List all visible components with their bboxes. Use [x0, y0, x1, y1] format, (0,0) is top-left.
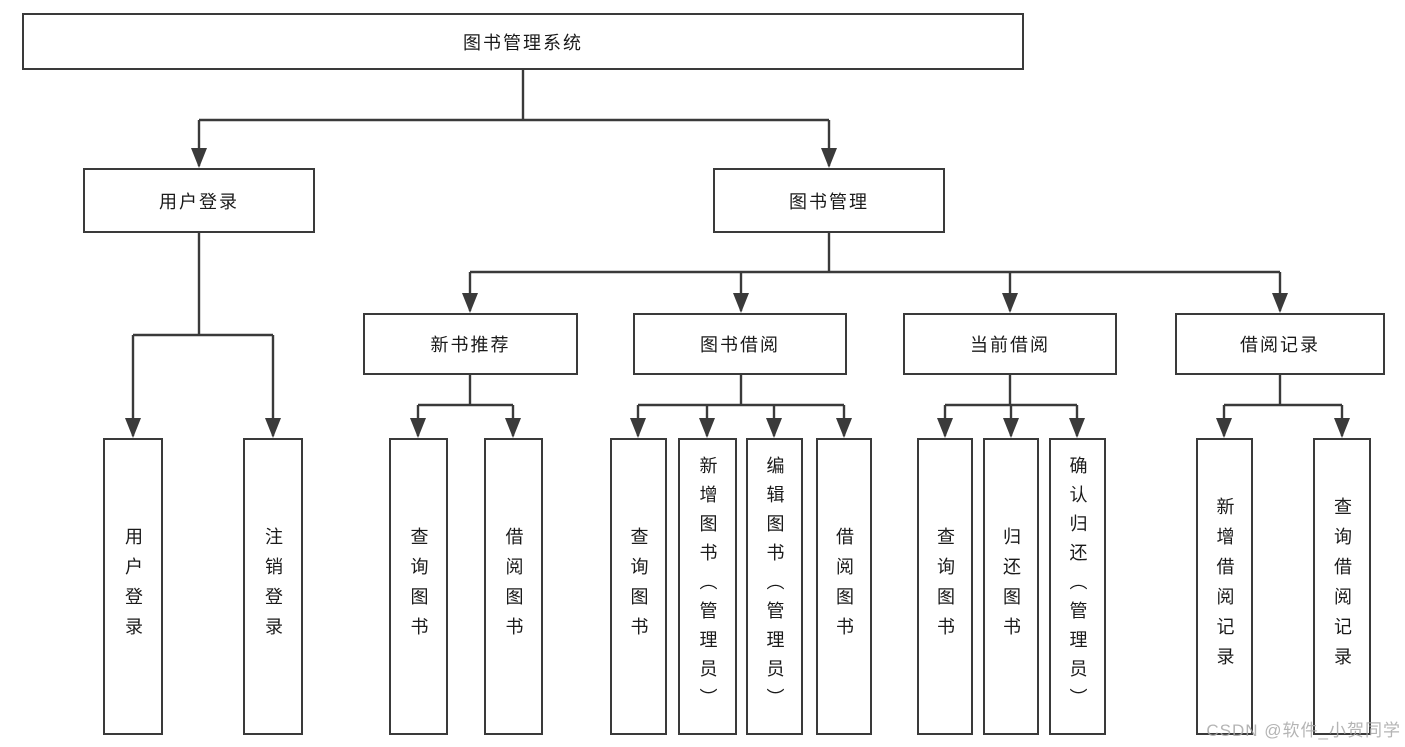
leaf-user-login: 用户登录 [103, 438, 163, 735]
node-borrowing-records: 借阅记录 [1175, 313, 1385, 375]
leaf-logout: 注销登录 [243, 438, 303, 735]
leaf-add-books-admin: 新增图书（管理员） [678, 438, 737, 735]
leaf-borrow-books-borrowing: 借阅图书 [816, 438, 872, 735]
node-book-borrowing: 图书借阅 [633, 313, 847, 375]
node-label: 图书管理 [789, 191, 869, 212]
node-new-book-recommend: 新书推荐 [363, 313, 578, 375]
leaf-label: 查询图书 [408, 526, 429, 647]
node-label: 当前借阅 [970, 335, 1050, 355]
leaf-label: 注销登录 [263, 526, 283, 647]
leaf-query-books-current: 查询图书 [917, 438, 973, 735]
node-library-management-system: 图书管理系统 [22, 13, 1024, 70]
leaf-edit-books-admin: 编辑图书（管理员） [746, 438, 803, 735]
leaf-borrow-books-recommend: 借阅图书 [484, 438, 543, 735]
node-book-management: 图书管理 [713, 168, 945, 233]
node-user-login: 用户登录 [83, 168, 315, 233]
leaf-label: 查询图书 [935, 526, 955, 647]
leaf-label: 查询图书 [628, 526, 649, 647]
leaf-label: 新增借阅记录 [1214, 496, 1235, 677]
csdn-watermark: CSDN @软件_小贺同学 [1206, 721, 1401, 740]
node-label: 借阅记录 [1240, 335, 1320, 355]
leaf-label: 编辑图书（管理员） [764, 456, 785, 717]
node-current-borrowing: 当前借阅 [903, 313, 1117, 375]
leaf-add-borrow-record: 新增借阅记录 [1196, 438, 1253, 735]
node-label: 图书管理系统 [463, 32, 583, 53]
leaf-query-borrow-record: 查询借阅记录 [1313, 438, 1371, 735]
leaf-label: 查询借阅记录 [1332, 496, 1352, 677]
leaf-label: 用户登录 [123, 526, 143, 647]
node-label: 图书借阅 [700, 335, 780, 355]
leaf-query-books-borrowing: 查询图书 [610, 438, 667, 735]
leaf-label: 确认归还（管理员） [1067, 456, 1088, 717]
leaf-confirm-return-admin: 确认归还（管理员） [1049, 438, 1106, 735]
node-label: 用户登录 [159, 191, 239, 212]
leaf-return-books: 归还图书 [983, 438, 1039, 735]
leaf-label: 新增图书（管理员） [697, 456, 718, 717]
leaf-query-books-recommend: 查询图书 [389, 438, 448, 735]
leaf-label: 归还图书 [1001, 526, 1021, 647]
leaf-label: 借阅图书 [834, 526, 854, 647]
node-label: 新书推荐 [430, 335, 511, 355]
leaf-label: 借阅图书 [503, 526, 524, 647]
